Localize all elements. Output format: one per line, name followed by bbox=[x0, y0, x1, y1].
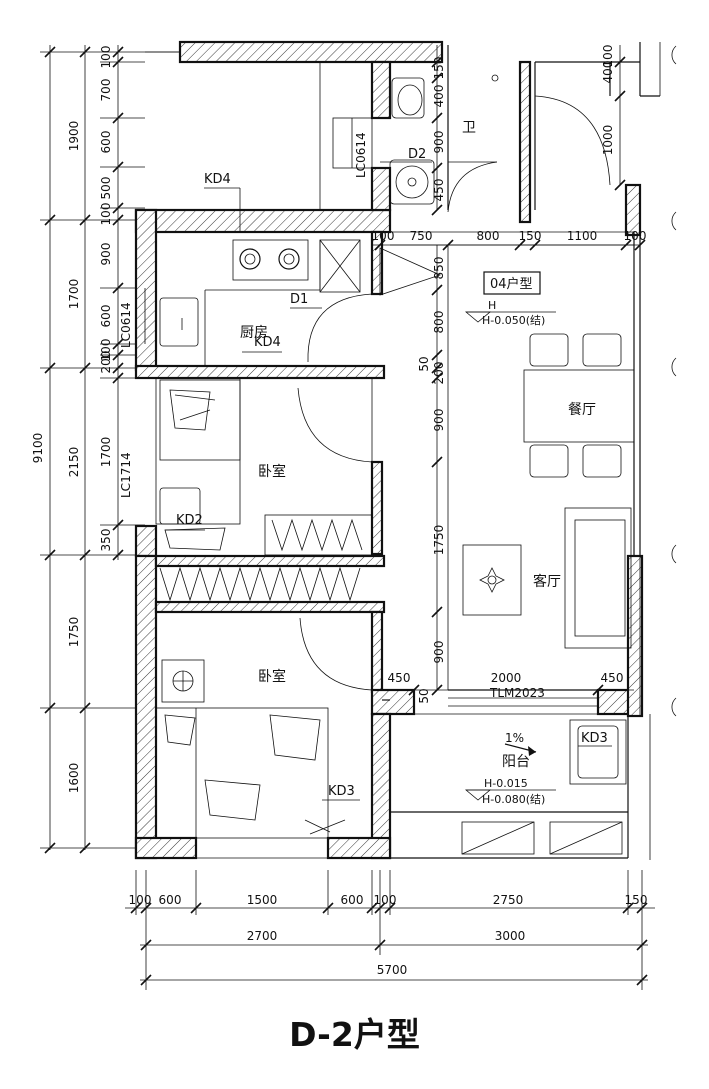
bottom-dimension-labels: 100 600 1500 600 100 2750 150 2700 3000 … bbox=[129, 893, 648, 977]
dim-mid: 850 bbox=[432, 257, 446, 280]
dim-row: 800 bbox=[477, 229, 500, 243]
dim-bottom-1: 600 bbox=[341, 893, 364, 907]
dim-left-inner: 100 bbox=[99, 203, 113, 226]
dim-left-outer: 1600 bbox=[67, 763, 81, 794]
room-labels: 卫 厨房 餐厅 卧室 客厅 卧室 阳台 bbox=[240, 120, 596, 770]
room-bedroom-1: 卧室 bbox=[258, 463, 286, 480]
dim-left-outer: 1700 bbox=[67, 279, 81, 310]
interior-dimension-lines bbox=[372, 45, 646, 696]
interior-lines bbox=[136, 42, 661, 860]
dim-left-outer: 1900 bbox=[67, 121, 81, 152]
elevation-main-offset: H-0.050(结) bbox=[482, 314, 545, 327]
dim-left-outer: 1750 bbox=[67, 617, 81, 648]
dim-bath: 450 bbox=[432, 179, 446, 202]
elevation-main-h: H bbox=[488, 299, 496, 312]
elevation-balcony-h: H-0.015 bbox=[484, 777, 528, 790]
dim-bottom-1: 150 bbox=[625, 893, 648, 907]
dim-bath: 150 bbox=[432, 57, 446, 80]
dim-mid: 800 bbox=[432, 311, 446, 334]
tag-kd2: KD2 bbox=[176, 513, 203, 528]
tag-kd4-kitchen: KD4 bbox=[254, 335, 281, 350]
dim-mid: 200 bbox=[432, 362, 446, 385]
elevation-slope: 1% bbox=[505, 731, 524, 745]
dim-left-inner: 600 bbox=[99, 305, 113, 328]
window-tlm2023: TLM2023 bbox=[489, 686, 545, 700]
dim-row: 1100 bbox=[567, 229, 598, 243]
dim-bottom-1: 100 bbox=[374, 893, 397, 907]
dim-mid: 900 bbox=[432, 641, 446, 664]
dim-bottom-1: 600 bbox=[159, 893, 182, 907]
dim-left-inner: 200 bbox=[99, 351, 113, 374]
dim-bottom-2: 2700 bbox=[247, 929, 278, 943]
dim-left-total: 9100 bbox=[31, 433, 45, 464]
left-dimension-labels: 9100 1900 1700 2150 1750 1600 100 700 60… bbox=[31, 46, 113, 794]
dim-left-inner: 500 bbox=[99, 177, 113, 200]
elevation-markers: H H-0.050(结) 1% H-0.015 H-0.080(结) bbox=[464, 299, 556, 806]
dim-row: 750 bbox=[410, 229, 433, 243]
grid-bubbles bbox=[671, 45, 677, 717]
dim-bottom-1: 2750 bbox=[493, 893, 524, 907]
unit-type-label: 04户型 bbox=[490, 276, 533, 292]
opening-tags: KD4 KD4 D1 D2 KD2 KD3 KD3 bbox=[165, 147, 612, 801]
tag-d1: D1 bbox=[290, 292, 308, 307]
window-lc1714: LC1714 bbox=[119, 452, 133, 498]
dim-right: 100 bbox=[601, 45, 615, 68]
page-title: D-2户型 bbox=[289, 1015, 420, 1054]
dim-bath: 400 bbox=[432, 85, 446, 108]
dim-balcony: 2000 bbox=[491, 671, 522, 685]
dim-left-inner: 900 bbox=[99, 243, 113, 266]
dim-balcony: 450 bbox=[601, 671, 624, 685]
tag-d2: D2 bbox=[408, 147, 426, 162]
dim-left-inner: 350 bbox=[99, 529, 113, 552]
bottom-dimension-lines bbox=[125, 870, 655, 990]
room-living: 客厅 bbox=[533, 573, 561, 590]
elevation-balcony-offset: H-0.080(结) bbox=[482, 793, 545, 806]
interior-dimension-labels: 150 400 900 450 400 100 1000 100 750 800… bbox=[372, 45, 647, 704]
room-bath: 卫 bbox=[462, 120, 476, 136]
room-dining: 餐厅 bbox=[568, 402, 596, 418]
dim-bottom-2: 3000 bbox=[495, 929, 526, 943]
dim-bottom-1: 100 bbox=[129, 893, 152, 907]
tag-kd3-balcony: KD3 bbox=[581, 731, 608, 746]
unit-type-box bbox=[483, 271, 541, 295]
tag-kd4-top: KD4 bbox=[204, 172, 231, 187]
window-lc0614-bath: LC0614 bbox=[354, 132, 368, 178]
dim-balcony-side: 50 bbox=[417, 688, 431, 703]
dim-mid: 50 bbox=[417, 356, 431, 371]
window-lc0614-kitchen: LC0614 bbox=[119, 302, 133, 348]
dim-left-inner: 1700 bbox=[99, 437, 113, 468]
room-balcony: 阳台 bbox=[502, 754, 530, 770]
dim-left-inner: 600 bbox=[99, 131, 113, 154]
dim-bottom-1: 1500 bbox=[247, 893, 278, 907]
room-bedroom-2: 卧室 bbox=[258, 668, 286, 685]
dim-left-inner: 100 bbox=[99, 339, 113, 362]
dim-left-inner: 700 bbox=[99, 79, 113, 102]
dim-row: 100 bbox=[372, 229, 395, 243]
dim-right: 1000 bbox=[601, 125, 615, 156]
window-labels: LC0614 LC0614 LC1714 TLM2023 bbox=[119, 132, 545, 700]
dim-mid: 900 bbox=[432, 409, 446, 432]
tag-kd3-bedroom: KD3 bbox=[328, 784, 355, 799]
dim-bath: 900 bbox=[432, 131, 446, 154]
dim-row: 100 bbox=[624, 229, 647, 243]
dim-right: 400 bbox=[601, 61, 615, 84]
dim-row: 150 bbox=[519, 229, 542, 243]
room-kitchen: 厨房 bbox=[240, 325, 268, 341]
dim-left-inner: 100 bbox=[99, 46, 113, 69]
walls bbox=[134, 40, 644, 860]
dim-balcony: 450 bbox=[388, 671, 411, 685]
dim-left-outer: 2150 bbox=[67, 447, 81, 478]
dim-mid: 1750 bbox=[432, 525, 446, 556]
dim-bottom-3: 5700 bbox=[377, 963, 408, 977]
floor-plan: 9100 1900 1700 2150 1750 1600 100 700 60… bbox=[31, 40, 677, 990]
